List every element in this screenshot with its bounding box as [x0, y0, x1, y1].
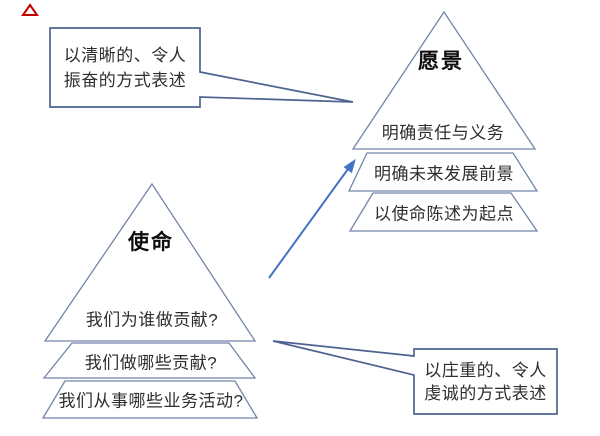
mission-pyramid-band-2: [42, 342, 257, 379]
vision-callout-line-1: 以清晰的、令人: [63, 45, 187, 65]
mission-callout-line-1: 以庄重的、令人: [424, 360, 547, 380]
mission-title-label: 使命: [128, 231, 174, 254]
mission-callout-line-2: 虔诚的方式表述: [424, 383, 547, 403]
mission-callout-bubble: [272, 340, 558, 415]
mission-to-vision-arrow-line: [268, 168, 349, 279]
mission-callout-text: 以庄重的、令人 虔诚的方式表述: [414, 349, 557, 414]
mission-level-1-label: 我们为谁做贡献?: [85, 310, 219, 330]
mission-level-3-label: 我们从事哪些业务活动?: [58, 391, 244, 411]
vision-level-3-label: 以使命陈述为起点: [374, 204, 514, 224]
vision-callout-bubble: [49, 27, 354, 108]
mission-pyramid-band-3: [41, 380, 259, 419]
vision-callout-line-2: 振奋的方式表述: [63, 70, 187, 90]
mission-level-2-label: 我们做哪些贡献?: [84, 353, 218, 373]
vision-pyramid-band-2: [347, 152, 539, 192]
vision-title-label: 愿景: [418, 50, 464, 73]
mission-to-vision-arrow-head: [343, 158, 356, 174]
mission-pyramid-top: [43, 182, 257, 342]
vision-level-2-label: 明确未来发展前景: [374, 164, 514, 184]
vision-pyramid-top: [351, 10, 537, 150]
vision-callout-text: 以清晰的、令人 振奋的方式表述: [50, 28, 200, 107]
red-corner-mark: [21, 3, 39, 16]
vision-pyramid-band-3: [348, 192, 539, 232]
vision-level-1-label: 明确责任与义务: [381, 123, 505, 143]
